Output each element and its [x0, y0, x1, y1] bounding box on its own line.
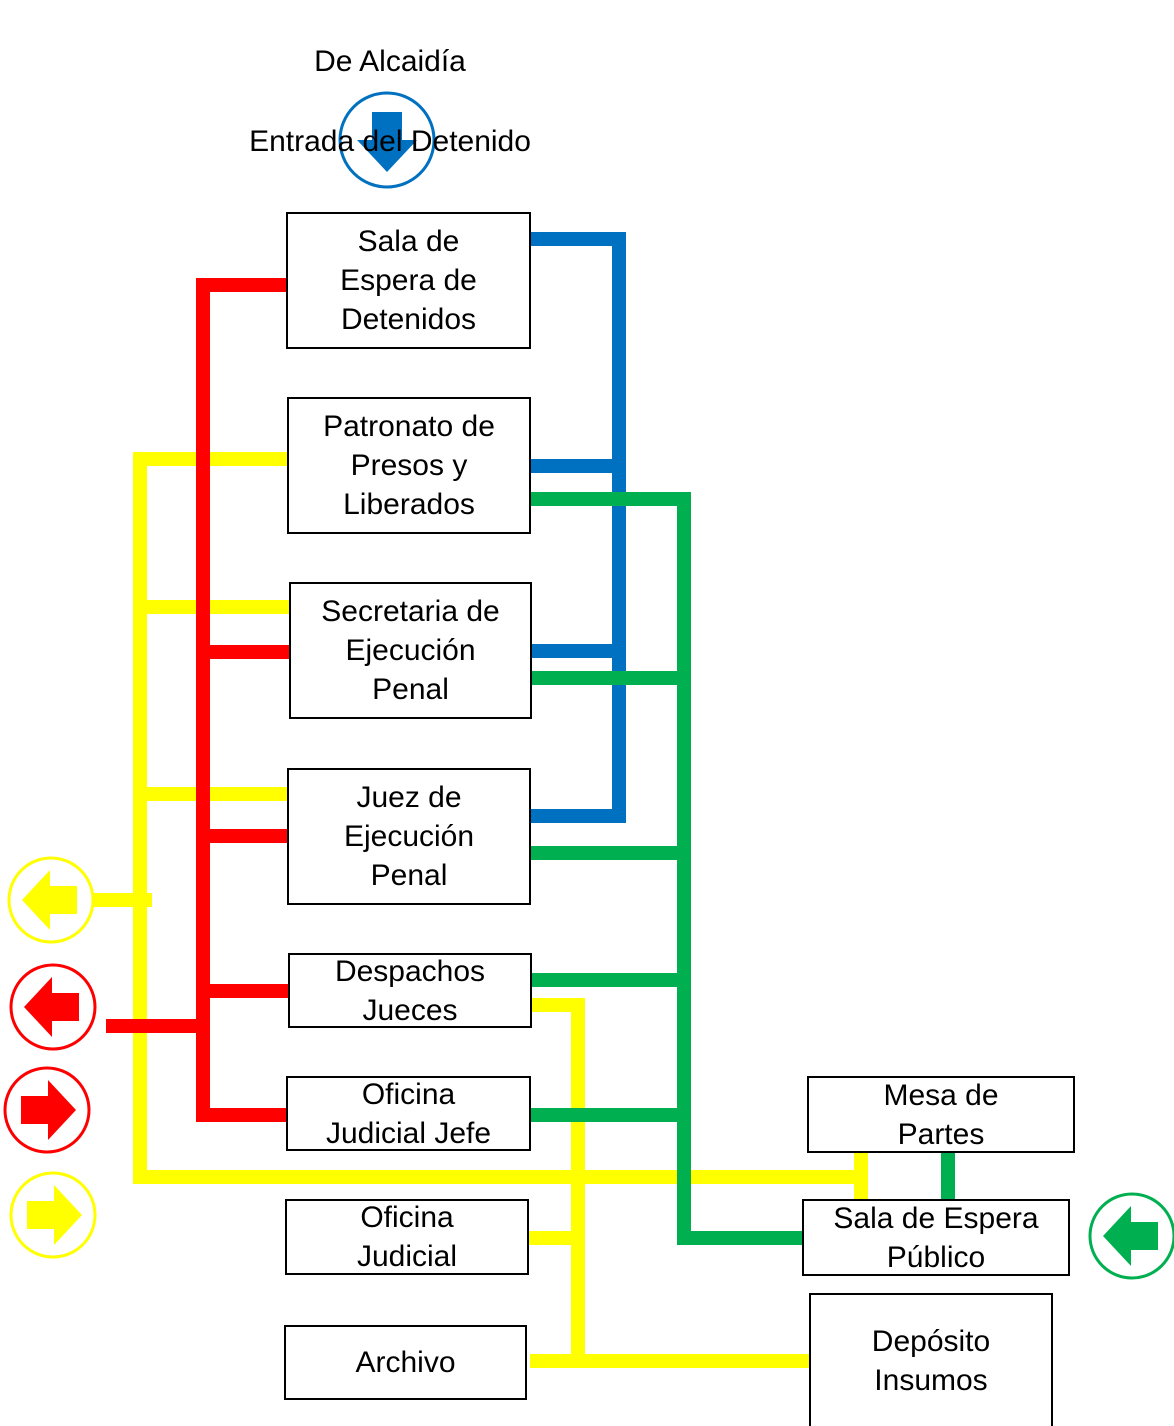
room-archivo: Archivo [284, 1325, 527, 1400]
red-left-arrow-icon [9, 963, 97, 1051]
public-route-lines [530, 492, 955, 1245]
room-label: Oficina Judicial [356, 1201, 458, 1273]
room-label: Juez de Ejecución Penal [343, 781, 475, 892]
room-label: Sala de Espera de Detenidos [340, 225, 477, 336]
room-oficina-judicial-jefe: Oficina Judicial Jefe [286, 1076, 531, 1151]
green-left-arrow-icon [1088, 1192, 1174, 1280]
detainee-entry-route-lines [530, 232, 626, 823]
red-right-arrow-icon [3, 1066, 91, 1154]
yellow-left-arrow-icon [7, 856, 95, 944]
room-label: Sala de Espera Público [833, 1201, 1039, 1274]
room-patronato: Patronato de Presos y Liberados [287, 397, 531, 534]
room-label: Mesa de Partes [883, 1078, 999, 1151]
diagram-title: De Alcaidía Entrada del Detenido [190, 2, 590, 162]
yellow-right-arrow-icon [9, 1171, 97, 1259]
room-label: Secretaria de Ejecución Penal [321, 595, 500, 706]
room-despachos-jueces: Despachos Jueces [288, 953, 532, 1028]
room-label: Despachos Jueces [334, 954, 486, 1027]
room-oficina-judicial: Oficina Judicial [285, 1199, 529, 1275]
room-mesa-de-partes: Mesa de Partes [807, 1076, 1075, 1153]
room-label: Archivo [355, 1346, 456, 1379]
room-label: Patronato de Presos y Liberados [323, 410, 495, 521]
room-juez-ejecucion-penal: Juez de Ejecución Penal [287, 768, 531, 905]
entry-arrow-icon [338, 91, 436, 189]
detainee-exit-route-lines [106, 278, 292, 1122]
room-sala-espera-detenidos: Sala de Espera de Detenidos [286, 212, 531, 349]
room-label: Depósito Insumos [871, 1324, 991, 1397]
title-line-1: De Alcaidía [314, 45, 466, 78]
title-line-2: Entrada del Detenido [249, 125, 531, 158]
room-label: Oficina Judicial Jefe [325, 1077, 492, 1150]
room-deposito-insumos: Depósito Insumos [809, 1293, 1053, 1426]
room-secretaria-ejecucion-penal: Secretaria de Ejecución Penal [289, 582, 532, 719]
room-sala-espera-publico: Sala de Espera Público [802, 1199, 1070, 1276]
staff-route-lines [92, 452, 868, 1368]
